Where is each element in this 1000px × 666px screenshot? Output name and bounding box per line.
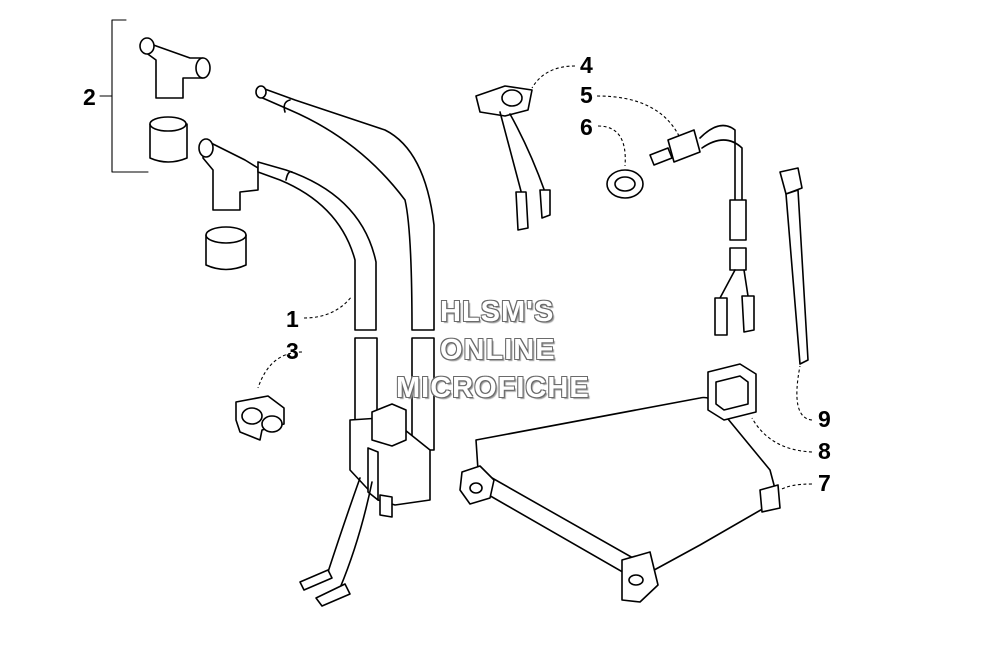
leader-1: [303, 295, 353, 319]
callout-1: 1: [286, 306, 299, 332]
cdi-unit: [459, 396, 781, 603]
leader-8: [751, 417, 813, 453]
cable-tie: [779, 167, 809, 365]
leader-5: [596, 95, 681, 139]
boot-upper: [149, 116, 188, 163]
ignition-cable-right: [255, 85, 435, 451]
connector-cap: [707, 363, 757, 421]
leader-7: [779, 483, 813, 491]
leader-9: [796, 365, 813, 421]
callout-8: 8: [818, 438, 831, 464]
leader-4: [531, 65, 576, 89]
watermark-line-3: MICROFICHE: [396, 372, 590, 404]
callout-2-bracket: [99, 19, 149, 173]
ignition-cable-left: [257, 161, 378, 431]
callout-7: 7: [818, 470, 831, 496]
cable-clip: [235, 395, 285, 441]
callout-4: 4: [580, 52, 593, 78]
callout-6: 6: [580, 114, 593, 140]
temperature-sensor: [475, 85, 551, 231]
watermark-line-2: ONLINE: [440, 334, 556, 366]
boot-lower: [205, 226, 247, 271]
leader-3: [257, 351, 303, 389]
callout-2: 2: [83, 84, 96, 110]
callout-9: 9: [818, 406, 831, 432]
thermo-switch: [649, 124, 755, 336]
ignition-coil: [299, 403, 431, 607]
callout-3: 3: [286, 338, 299, 364]
spark-plug-cap-upper: [139, 37, 211, 99]
leader-6: [597, 125, 626, 167]
callout-5: 5: [580, 82, 593, 108]
watermark-line-1: HLSM'S: [440, 296, 555, 328]
washer: [606, 169, 644, 199]
spark-plug-cap-lower: [198, 138, 259, 211]
